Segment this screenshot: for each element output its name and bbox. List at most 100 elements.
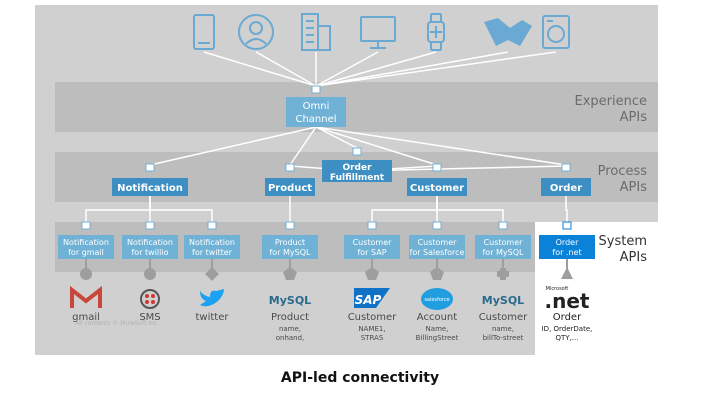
channel-link: [315, 51, 557, 87]
microsoft-logo-text: Microsoft: [546, 286, 569, 292]
sap-logo: SAP: [354, 288, 390, 308]
backend-detail: name,: [492, 325, 514, 333]
process-system-link: [565, 196, 568, 222]
backend-detail: name,: [279, 325, 301, 333]
system-connector: [367, 221, 377, 230]
process-node-notification[interactable]: Notification: [112, 178, 188, 196]
omni-channel-connector: [311, 85, 321, 94]
process-node-label: Notification: [117, 183, 183, 194]
process-node-product[interactable]: Product: [265, 178, 315, 196]
system-node-label-line1: Notification: [189, 238, 235, 247]
system-connector: [145, 221, 155, 230]
process-node-customer[interactable]: Customer: [407, 178, 467, 196]
process-connector: [285, 163, 295, 172]
experience-process-link: [289, 126, 317, 166]
backend-gmail: gmail: [70, 285, 102, 323]
monitor-icon: [360, 16, 396, 49]
salesforce-logo: salesforce: [421, 288, 453, 310]
system-connector: [81, 221, 91, 230]
process-node-order[interactable]: Order: [541, 178, 591, 196]
system-node-label-line1: Product: [275, 238, 305, 247]
salesforce-logo-text: salesforce: [424, 297, 449, 303]
system-connector: [207, 221, 217, 230]
backend-name: twitter: [196, 312, 230, 323]
backend-name: Product: [271, 312, 309, 323]
backend-name: Customer: [348, 312, 397, 323]
backend-name: Customer: [479, 312, 528, 323]
net-logo-text: .net: [545, 289, 590, 313]
process-node-label: Customer: [410, 183, 464, 194]
system-node-label-line1: Customer: [484, 238, 524, 247]
omni-channel-label-line1: Omni: [303, 101, 330, 112]
backend-detail: billTo-street: [483, 334, 524, 342]
experience-process-link: [149, 126, 317, 166]
mysql-logo: MySQL: [269, 294, 311, 307]
backend-connector-cross: [497, 268, 509, 280]
system-connector: [498, 221, 508, 230]
system-node-label-line1: Customer: [353, 238, 393, 247]
channel-icons: [193, 13, 570, 51]
user-icon: [238, 14, 274, 50]
backend-name: Order: [553, 312, 582, 323]
channel-link: [255, 51, 317, 87]
system-node-label-line2: for MySQL: [269, 248, 311, 257]
order-fulfillment-label-line2: Fulfillment: [330, 173, 385, 183]
diagram-caption: API-led connectivity: [280, 370, 440, 386]
system-node-label-line2: for Salesforce: [410, 248, 465, 257]
backend-twitter: twitter: [196, 289, 230, 323]
process-system-link: [149, 196, 213, 222]
process-system-link: [436, 196, 504, 222]
process-node-label: Product: [268, 183, 312, 194]
channel-link: [315, 51, 379, 87]
process-connector: [561, 163, 571, 172]
experience-layer-band: [55, 82, 658, 132]
backend-detail: NAME1,: [358, 325, 385, 333]
omni-channel-label-line2: Channel: [295, 114, 336, 125]
system-connector: [562, 221, 572, 230]
building-icon: [301, 13, 331, 51]
channel-link: [203, 51, 317, 87]
system-node-label-line2: for gmail: [68, 248, 104, 257]
system-node-label-line1: Notification: [127, 238, 173, 247]
gmail-logo: [70, 285, 102, 308]
system-node-label-line2: for MySQL: [482, 248, 524, 257]
system-connector: [285, 221, 295, 230]
process-node-label: Order: [550, 183, 582, 194]
watermark: All contents © MuleSoft Inc.: [75, 320, 159, 327]
microsoft-net-logo: Microsoft.net: [545, 286, 590, 313]
handshake-icon: [484, 18, 532, 46]
backend-connector-circle: [144, 268, 156, 280]
backend-connector-triangle: [561, 267, 573, 279]
backend-sms: SMS: [139, 289, 161, 323]
twitter-bird-logo: [200, 289, 224, 307]
system-node-label-line1: Notification: [63, 238, 109, 247]
backend-detail: QTY,...: [556, 334, 579, 342]
sap-logo-text: SAP: [355, 293, 382, 307]
backend-connector-pentagon: [283, 267, 297, 280]
system-node-label-line2: for .net: [552, 248, 581, 257]
system-node-label-line2: for twitter: [192, 248, 233, 257]
twilio-logo: [140, 289, 160, 309]
process-connector: [145, 163, 155, 172]
system-node-label-line2: for twillio: [131, 248, 168, 257]
